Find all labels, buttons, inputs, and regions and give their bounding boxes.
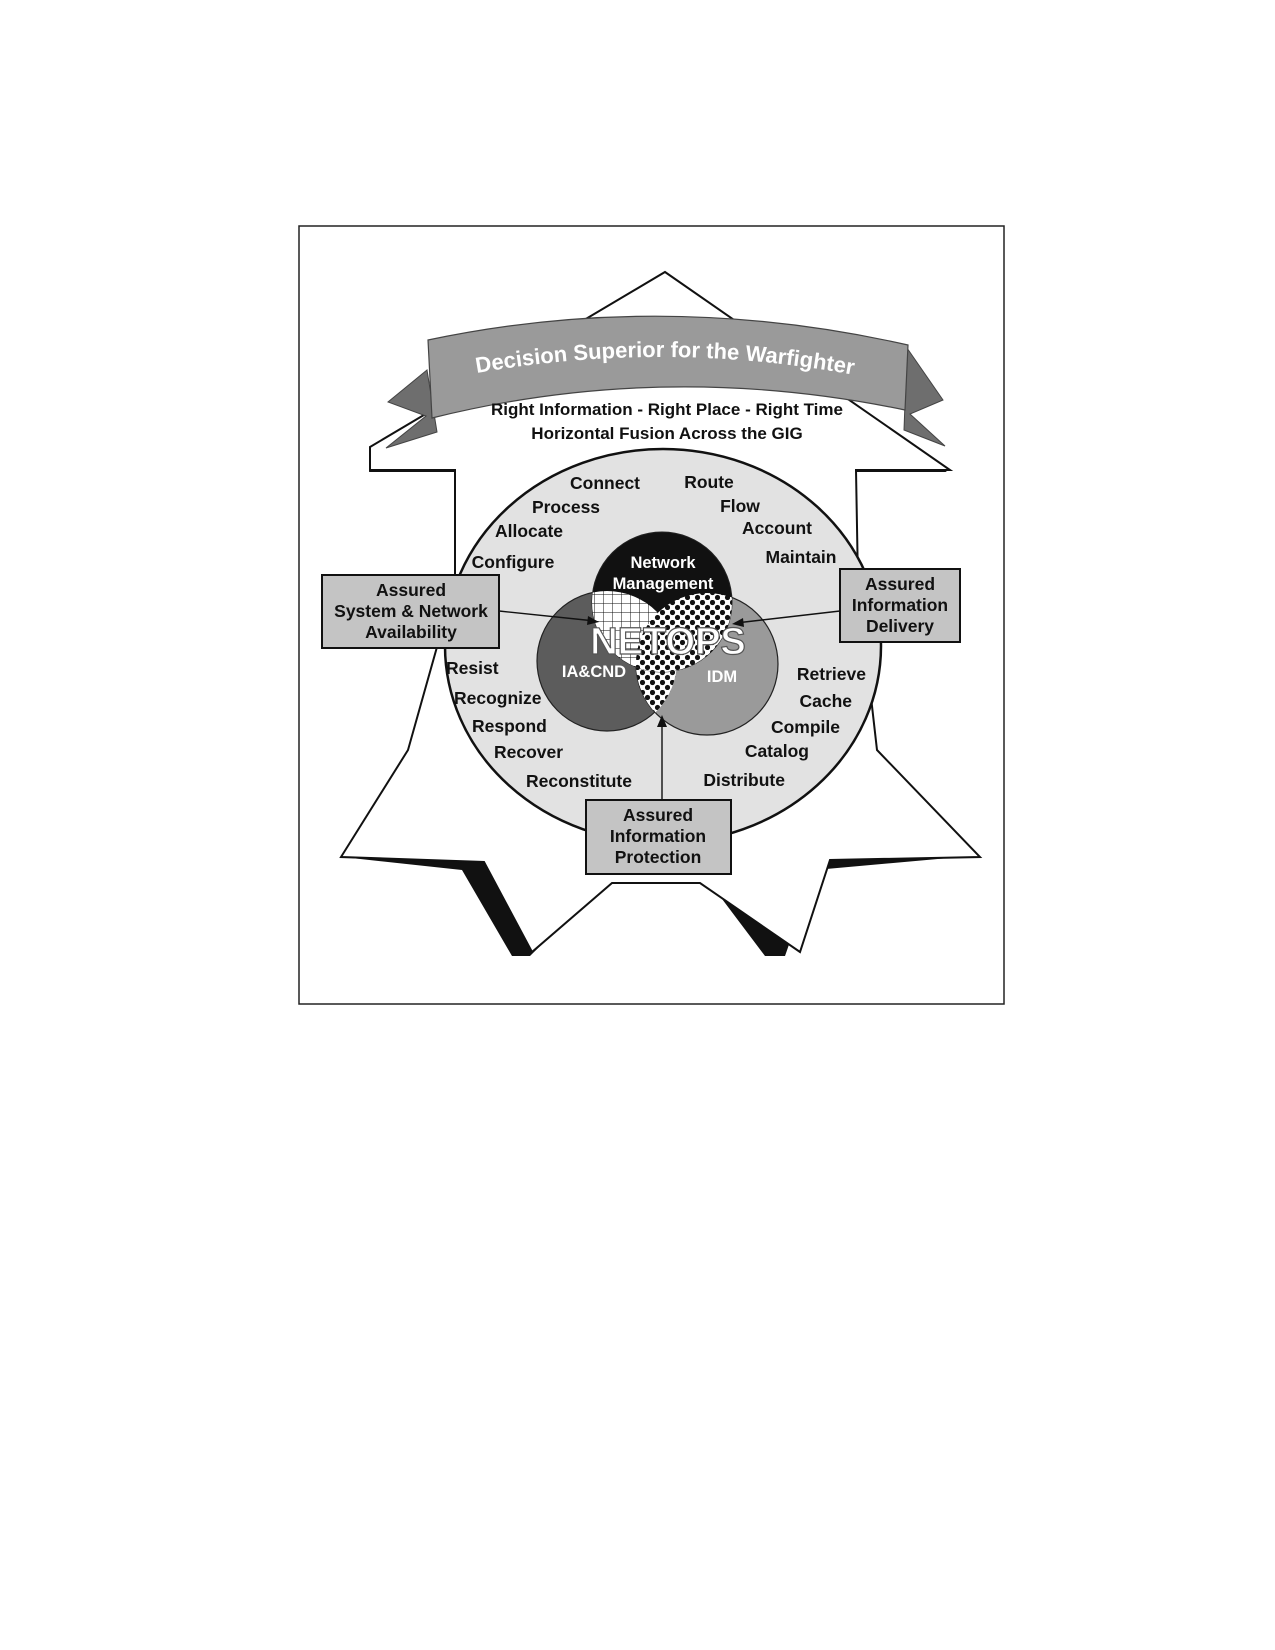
box-delivery-line-2: Information — [852, 595, 948, 615]
verb-compile: Compile — [771, 717, 840, 737]
box-availability-line-2: System & Network — [334, 601, 488, 621]
box-availability-line-3: Availability — [365, 622, 457, 642]
banner-tail-left — [385, 369, 438, 449]
box-delivery: Assured Information Delivery — [839, 568, 961, 643]
verb-reconstitute: Reconstitute — [526, 771, 632, 791]
verb-cache: Cache — [799, 691, 852, 711]
verb-retrieve: Retrieve — [797, 664, 866, 684]
box-protection-line-1: Assured — [623, 805, 693, 825]
verb-recover: Recover — [494, 742, 563, 762]
network-management-label-2: Management — [613, 575, 714, 593]
subtitle-line-2: Horizontal Fusion Across the GIG — [531, 424, 802, 443]
verb-catalog: Catalog — [745, 741, 809, 761]
box-protection-line-2: Information — [610, 826, 706, 846]
verb-process: Process — [532, 497, 600, 517]
verb-account: Account — [742, 518, 812, 538]
verb-configure: Configure — [472, 552, 555, 572]
verb-allocate: Allocate — [495, 521, 563, 541]
arrowhead-availability — [587, 616, 599, 625]
box-protection-line-3: Protection — [615, 847, 702, 867]
box-delivery-line-3: Delivery — [866, 616, 934, 636]
box-availability-line-1: Assured — [376, 580, 446, 600]
verb-connect: Connect — [570, 473, 640, 493]
verb-maintain: Maintain — [766, 547, 837, 567]
box-delivery-line-1: Assured — [865, 574, 935, 594]
netops-title: NETOPS — [590, 621, 746, 663]
connector-availability — [498, 610, 596, 622]
box-availability: Assured System & Network Availability — [321, 574, 500, 649]
idm-label: IDM — [707, 668, 737, 686]
verb-distribute: Distribute — [703, 770, 785, 790]
iacnd-label: IA&CND — [562, 663, 626, 681]
arrowhead-protection — [657, 715, 667, 727]
box-protection: Assured Information Protection — [585, 799, 732, 875]
network-management-label-1: Network — [630, 554, 696, 572]
verb-respond: Respond — [472, 716, 547, 736]
arrowhead-delivery — [732, 618, 744, 627]
verb-flow: Flow — [720, 496, 760, 516]
banner-tail-right — [903, 346, 946, 447]
subtitle-line-1: Right Information - Right Place - Right … — [491, 400, 843, 419]
verb-recognize: Recognize — [454, 688, 542, 708]
connector-delivery — [735, 610, 841, 624]
banner — [427, 315, 909, 419]
verb-resist: Resist — [446, 658, 499, 678]
verb-route: Route — [684, 472, 734, 492]
